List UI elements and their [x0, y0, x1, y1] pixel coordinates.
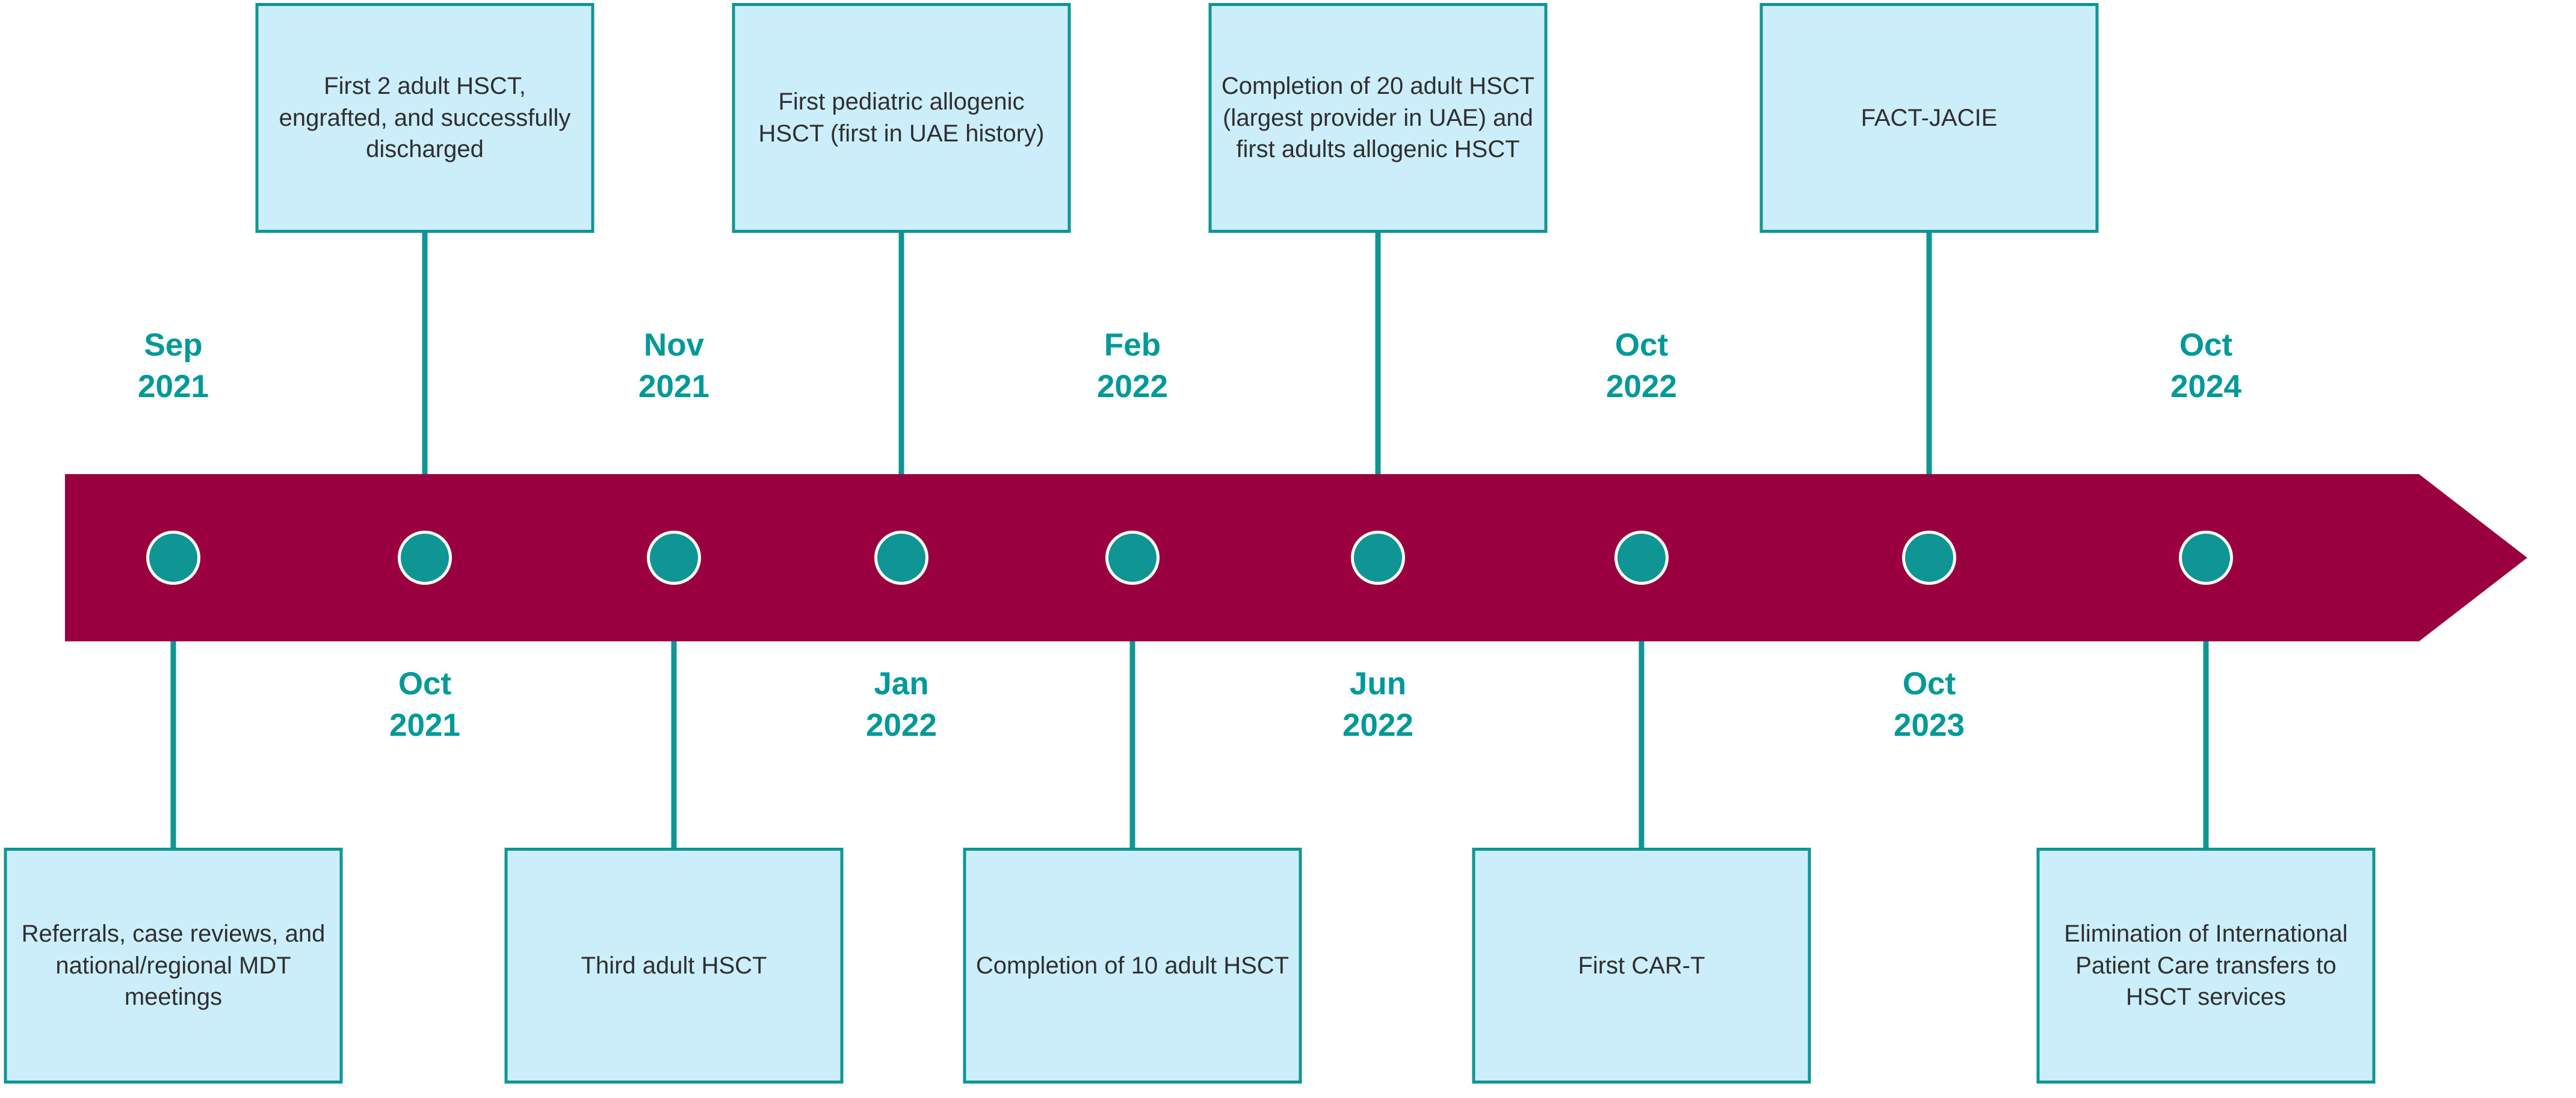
timeline-arrow-bar — [65, 474, 2527, 641]
date-label-below-2-year: 2022 — [866, 707, 937, 743]
event-box-above-3-text: Completion of 20 adult HSCT (largest pro… — [1221, 72, 1535, 163]
date-label-above-1: Sep 2021 — [138, 325, 209, 408]
milestone-dot-5[interactable] — [1105, 531, 1160, 585]
date-label-below-1: Oct 2021 — [389, 664, 460, 747]
date-label-above-1-month: Sep — [144, 327, 203, 363]
date-label-below-4-month: Oct — [1902, 666, 1956, 702]
milestone-dot-3[interactable] — [647, 531, 701, 585]
event-box-below-5: Elimination of International Patient Car… — [2036, 848, 2376, 1084]
event-box-above-4-text: FACT-JACIE — [1861, 104, 1998, 131]
date-label-above-2-year: 2021 — [638, 368, 709, 404]
milestone-dot-6[interactable] — [1351, 531, 1405, 585]
milestone-dot-2[interactable] — [398, 531, 452, 585]
date-label-above-5-year: 2024 — [2170, 368, 2241, 404]
event-box-below-1-text: Referrals, case reviews, and national/re… — [21, 920, 326, 1011]
event-box-below-4-text: First CAR-T — [1578, 952, 1705, 979]
milestone-dot-7[interactable] — [1614, 531, 1669, 585]
connector-stem-below-3 — [1129, 641, 1135, 848]
event-box-above-4: FACT-JACIE — [1759, 3, 2099, 233]
event-box-below-1: Referrals, case reviews, and national/re… — [4, 848, 343, 1084]
date-label-below-1-year: 2021 — [389, 707, 460, 743]
date-label-above-3: Feb 2022 — [1097, 325, 1168, 408]
event-box-below-4: First CAR-T — [1472, 848, 1811, 1084]
event-box-below-5-text: Elimination of International Patient Car… — [2064, 920, 2348, 1011]
milestone-dot-4[interactable] — [874, 531, 928, 585]
connector-stem-above-3 — [1375, 233, 1381, 474]
date-label-above-4-year: 2022 — [1606, 368, 1677, 404]
date-label-below-3-year: 2022 — [1342, 707, 1413, 743]
date-label-above-2: Nov 2021 — [638, 325, 709, 408]
milestone-dot-1[interactable] — [146, 531, 200, 585]
event-box-below-2-text: Third adult HSCT — [581, 952, 767, 979]
date-label-above-3-year: 2022 — [1097, 368, 1168, 404]
event-box-above-1: First 2 adult HSCT, engrafted, and succe… — [255, 3, 595, 233]
connector-stem-above-4 — [1926, 233, 1932, 474]
connector-stem-above-2 — [898, 233, 904, 474]
date-label-above-5-month: Oct — [2179, 327, 2233, 363]
event-box-below-3: Completion of 10 adult HSCT — [963, 848, 1302, 1084]
date-label-above-2-month: Nov — [643, 327, 705, 363]
connector-stem-below-1 — [170, 641, 176, 848]
date-label-above-4-month: Oct — [1614, 327, 1669, 363]
date-label-below-1-month: Oct — [398, 666, 452, 702]
milestone-dot-9[interactable] — [2179, 531, 2233, 585]
milestone-dot-8[interactable] — [1902, 531, 1956, 585]
date-label-above-1-year: 2021 — [138, 368, 209, 404]
connector-stem-below-2 — [671, 641, 677, 848]
event-box-below-2: Third adult HSCT — [504, 848, 844, 1084]
event-box-above-2-text: First pediatric allogenic HSCT (first in… — [758, 88, 1045, 147]
date-label-above-4: Oct 2022 — [1606, 325, 1677, 408]
date-label-below-4-year: 2023 — [1894, 707, 1965, 743]
connector-stem-below-5 — [2203, 641, 2209, 848]
event-box-above-1-text: First 2 adult HSCT, engrafted, and succe… — [279, 72, 571, 163]
date-label-below-3-month: Jun — [1349, 666, 1407, 702]
date-label-above-3-month: Feb — [1104, 327, 1161, 363]
date-label-below-3: Jun 2022 — [1342, 664, 1413, 747]
date-label-below-4: Oct 2023 — [1894, 664, 1965, 747]
event-box-above-2: First pediatric allogenic HSCT (first in… — [732, 3, 1071, 233]
event-box-above-3: Completion of 20 adult HSCT (largest pro… — [1208, 3, 1548, 233]
date-label-below-2: Jan 2022 — [866, 664, 937, 747]
connector-stem-above-1 — [422, 233, 428, 474]
connector-stem-below-4 — [1639, 641, 1645, 848]
date-label-below-2-month: Jan — [874, 666, 929, 702]
event-box-below-3-text: Completion of 10 adult HSCT — [975, 952, 1290, 979]
date-label-above-5: Oct 2024 — [2170, 325, 2241, 408]
